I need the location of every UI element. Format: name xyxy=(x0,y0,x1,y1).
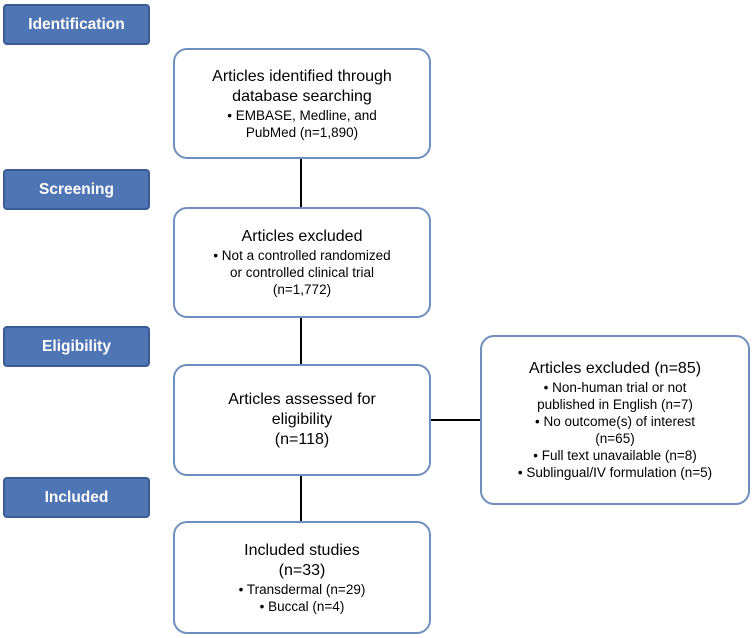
stage-label-identification: Identification xyxy=(3,4,150,45)
box-title: (n=118) xyxy=(274,431,330,448)
box-detail: published in English (n=7) xyxy=(537,397,693,412)
box-detail: • EMBASE, Medline, and xyxy=(227,107,377,123)
box-detail: • Transdermal (n=29) xyxy=(238,581,366,597)
box-articles-excluded-screening: Articles excluded • Not a controlled ran… xyxy=(173,207,431,318)
box-detail: • Sublingual/IV formulation (n=5) xyxy=(517,465,713,480)
box-title: Included studies xyxy=(244,541,360,559)
box-title: (n=33) xyxy=(278,561,326,579)
box-title: database searching xyxy=(232,87,372,105)
connector-assessed-to-excluded-eligibility xyxy=(430,419,481,421)
connector-excluded-to-assessed xyxy=(300,317,302,365)
box-detail: PubMed (n=1,890) xyxy=(245,124,359,140)
box-title: eligibility xyxy=(271,411,333,428)
box-detail: or controlled clinical trial xyxy=(229,265,375,280)
box-detail: • Full text unavailable (n=8) xyxy=(533,448,697,463)
box-detail: • Non-human trial or not xyxy=(543,380,687,395)
connector-identified-to-excluded xyxy=(300,158,302,208)
box-title: Articles excluded (n=85) xyxy=(528,360,702,377)
box-articles-excluded-eligibility: Articles excluded (n=85) • Non-human tri… xyxy=(480,335,750,505)
connector-assessed-to-included xyxy=(300,475,302,522)
box-detail: • Buccal (n=4) xyxy=(259,598,345,614)
box-title: Articles identified through xyxy=(212,67,392,85)
stage-label-screening: Screening xyxy=(3,169,150,210)
stage-label-eligibility: Eligibility xyxy=(3,326,150,367)
box-detail: (n=65) xyxy=(595,431,635,446)
stage-label-included: Included xyxy=(3,477,150,518)
box-title: Articles excluded xyxy=(241,228,363,245)
box-detail: • No outcome(s) of interest xyxy=(534,414,696,429)
box-title: Articles assessed for xyxy=(228,391,376,408)
box-detail: (n=1,772) xyxy=(272,282,332,297)
box-detail: • Not a controlled randomized xyxy=(213,248,391,263)
box-included-studies: Included studies (n=33) • Transdermal (n… xyxy=(173,521,431,634)
box-articles-identified: Articles identified through database sea… xyxy=(173,48,431,159)
box-articles-assessed: Articles assessed for eligibility (n=118… xyxy=(173,364,431,476)
